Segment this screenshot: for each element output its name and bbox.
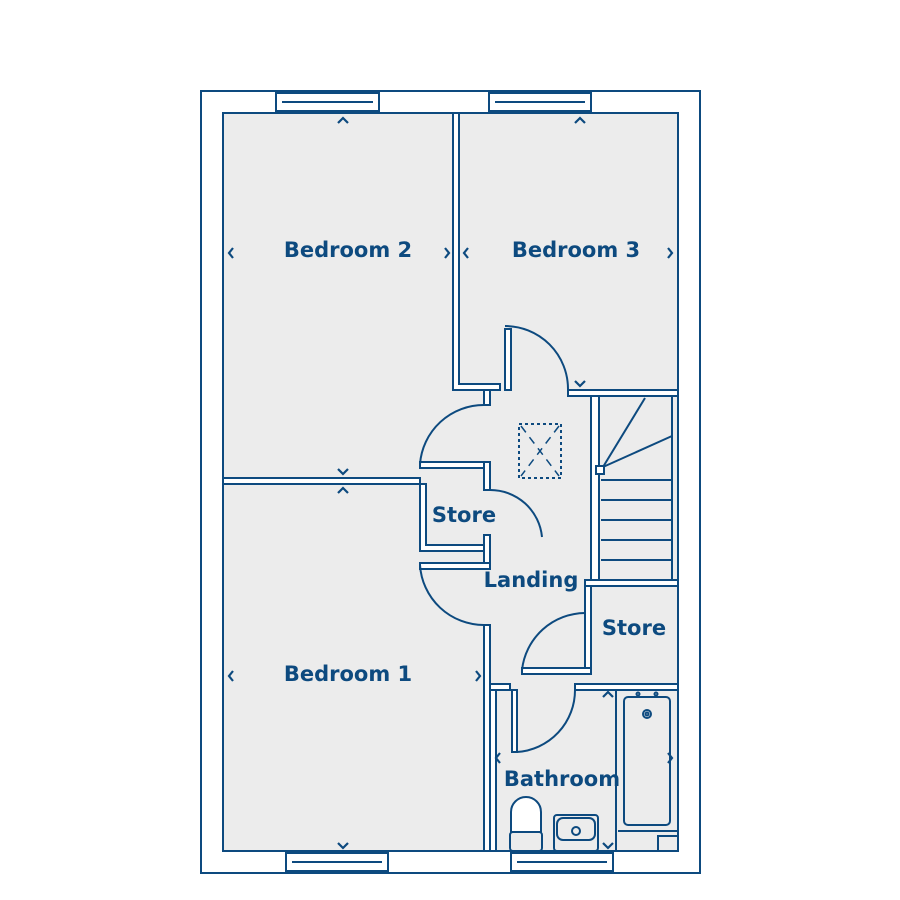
room-label-bathroom: Bathroom bbox=[504, 767, 620, 791]
room-label-store-left: Store bbox=[432, 503, 496, 527]
room-label-bedroom-1: Bedroom 1 bbox=[284, 662, 412, 686]
doors bbox=[419, 325, 586, 753]
room-label-bedroom-3: Bedroom 3 bbox=[512, 238, 640, 262]
stairs bbox=[595, 396, 673, 580]
dimension-markers bbox=[227, 116, 674, 850]
windows bbox=[275, 92, 614, 872]
loft-hatch-icon bbox=[518, 423, 562, 479]
room-label-landing: Landing bbox=[484, 568, 579, 592]
room-label-bedroom-2: Bedroom 2 bbox=[284, 238, 412, 262]
sink-icon bbox=[553, 814, 599, 852]
room-label-store-right: Store bbox=[602, 616, 666, 640]
internal-walls bbox=[222, 112, 679, 852]
bath-icon bbox=[618, 691, 678, 851]
toilet-icon bbox=[509, 796, 543, 852]
